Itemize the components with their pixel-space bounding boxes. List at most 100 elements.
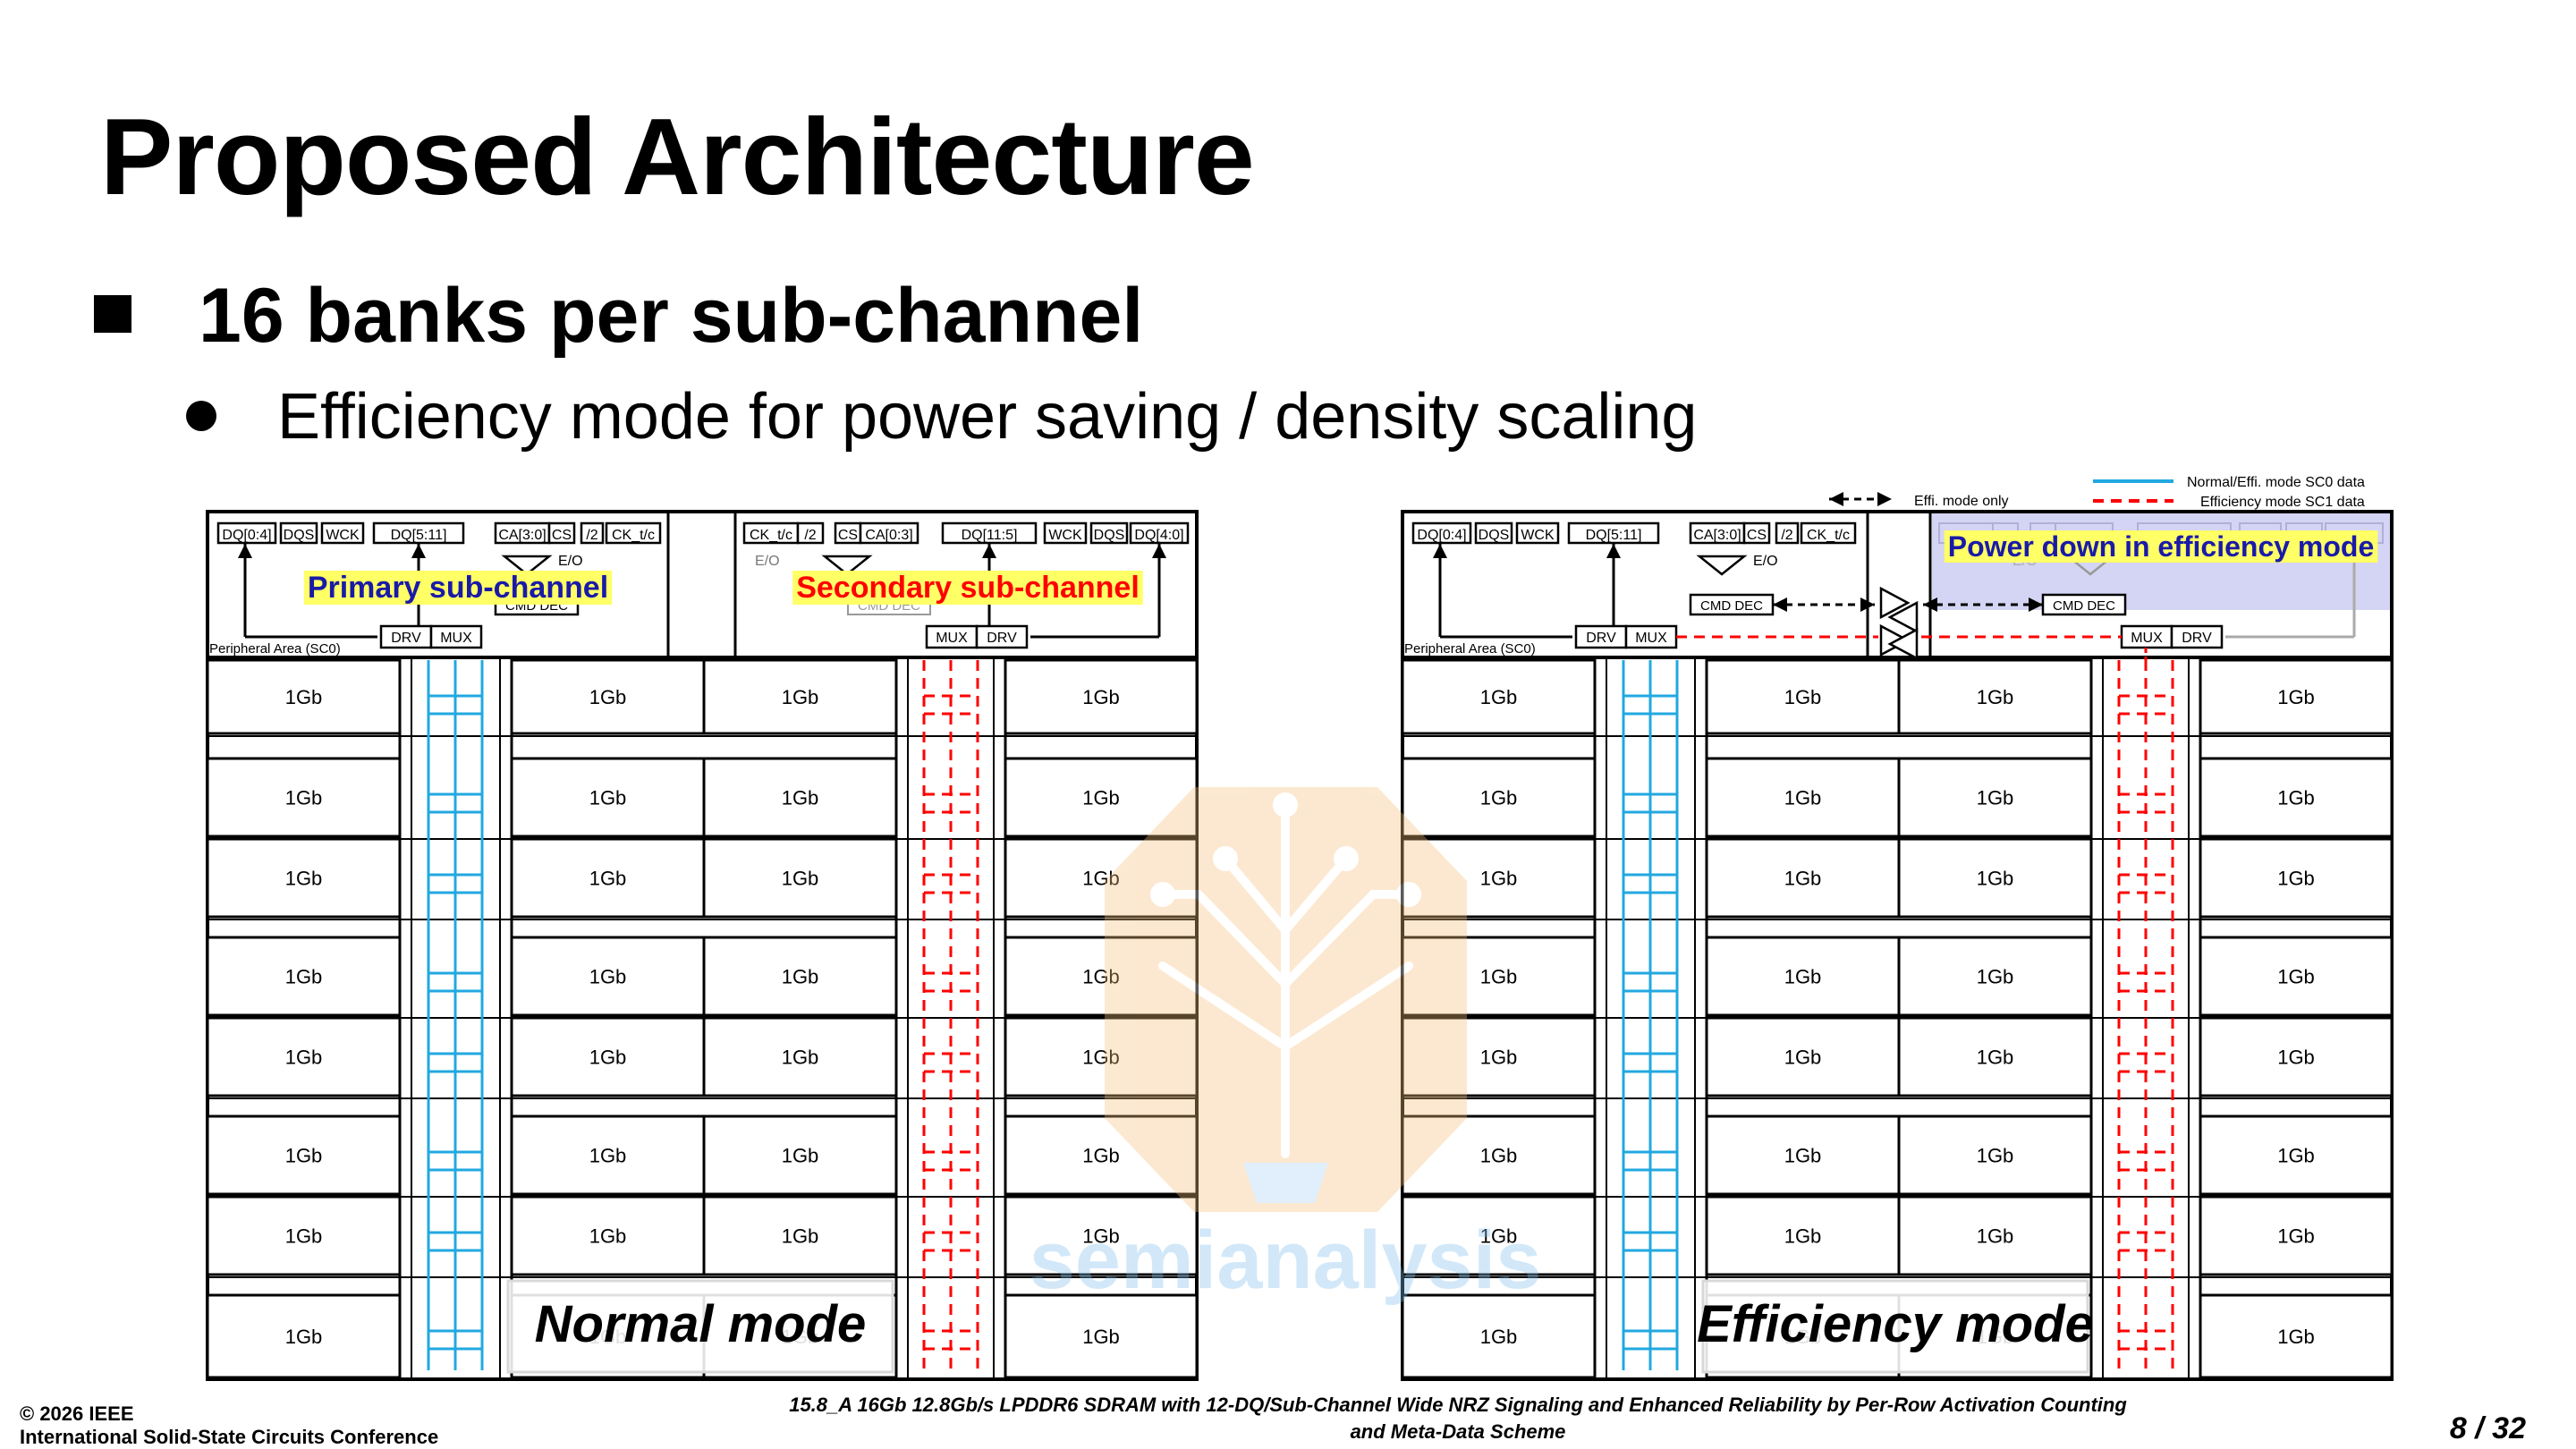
arrow-up-icon xyxy=(982,544,996,558)
bank-cell xyxy=(2199,1114,2394,1196)
bank-label: 1Gb xyxy=(1082,1225,1120,1248)
bank-label: 1Gb xyxy=(2277,966,2315,988)
bank-label: 1Gb xyxy=(1082,1046,1120,1069)
pin-label: DQS xyxy=(1094,528,1125,543)
buffer-icon xyxy=(1887,627,1919,661)
arrow-up-icon xyxy=(411,544,426,558)
pin-box xyxy=(547,521,576,545)
bank-cell xyxy=(2199,1293,2394,1379)
pin-label: /2 xyxy=(586,528,597,543)
bank-label: 1Gb xyxy=(1480,868,1518,890)
bank-label: 1Gb xyxy=(1977,686,2014,708)
bank-cell xyxy=(1401,837,1597,919)
bank-label: 1Gb xyxy=(1082,1326,1120,1348)
bank-label: 1Gb xyxy=(1977,1225,2014,1248)
bank-label: 1Gb xyxy=(285,1046,323,1069)
bank-cell xyxy=(2199,1016,2394,1097)
bank-cell xyxy=(206,1114,402,1196)
bank-cell xyxy=(1401,757,1597,838)
page-number: 8 / 32 xyxy=(2449,1411,2526,1445)
arrow-left-icon xyxy=(1923,597,1937,612)
eo-label: E/O xyxy=(558,554,583,569)
bank-label: 1Gb xyxy=(1480,1326,1518,1348)
bank-label: 1Gb xyxy=(2277,1046,2315,1069)
legend-sc0-label: Normal/Effi. mode SC0 data xyxy=(2187,475,2365,490)
power-down-label: Power down in efficiency mode xyxy=(1948,530,2375,563)
bank-label: 1Gb xyxy=(1480,686,1518,708)
bank-cell xyxy=(1004,936,1199,1017)
legend-effi-label: Effi. mode only xyxy=(1914,494,2009,509)
bank-label: 1Gb xyxy=(1784,966,1822,988)
bank-cell xyxy=(1897,936,2093,1017)
sc1-data-bus xyxy=(2117,660,2174,1370)
pin-box xyxy=(372,521,465,545)
buffer-icon xyxy=(1879,586,1911,620)
arrow-left-icon xyxy=(1773,597,1787,612)
bank-label: 1Gb xyxy=(285,966,323,988)
bank-cell xyxy=(1705,1195,1901,1276)
bank-cell xyxy=(2199,1195,2394,1276)
pin-label: WCK xyxy=(1048,528,1082,543)
sc0-data-bus xyxy=(427,660,484,1370)
pin-box xyxy=(580,521,605,545)
pin-label: CK_t/c xyxy=(1807,528,1850,543)
bank-label: 1Gb xyxy=(589,1046,627,1069)
pin-label: /2 xyxy=(1781,528,1792,543)
bank-label: 1Gb xyxy=(1784,1046,1822,1069)
page-title: Proposed Architecture xyxy=(100,96,1255,217)
bank-label: 1Gb xyxy=(782,868,819,890)
bank-cell xyxy=(1401,1114,1597,1196)
arrow-right-icon xyxy=(1877,492,1892,506)
bank-label: 1Gb xyxy=(1977,1145,2014,1167)
mux-label: MUX xyxy=(1635,631,1667,646)
bus-channel-left xyxy=(398,656,513,1381)
bank-label: 1Gb xyxy=(589,966,627,988)
pin-label: /2 xyxy=(804,528,816,543)
buffer-icon xyxy=(1887,600,1919,634)
bank-cell xyxy=(702,837,898,919)
footer-paper-line2: and Meta-Data Scheme xyxy=(1350,1420,1566,1443)
mux-box xyxy=(925,624,979,649)
footer-paper-title: 15.8_A 16Gb 12.8Gb/s LPDDR6 SDRAM with 1… xyxy=(689,1392,2227,1445)
pin-box xyxy=(1515,521,1560,545)
pin-label: DQ[5:11] xyxy=(1586,528,1642,543)
bank-cell xyxy=(1004,1195,1199,1276)
pin-box xyxy=(216,521,277,545)
pin-label: CA[3:0] xyxy=(1693,528,1741,543)
pin-label: DQ[4:0] xyxy=(1134,528,1183,543)
pin-label: CK_t/c xyxy=(750,528,792,543)
bank-cell xyxy=(1401,936,1597,1017)
sc0-data-bus xyxy=(1622,660,1679,1370)
bank-label: 1Gb xyxy=(285,1326,323,1348)
drv-label: DRV xyxy=(2182,631,2212,646)
arrow-right-icon xyxy=(2029,597,2043,612)
bank-cell xyxy=(1004,757,1199,838)
bank-label: 1Gb xyxy=(1784,686,1822,708)
pin-label: DQ[0:4] xyxy=(222,528,271,543)
bank-label: 1Gb xyxy=(1082,868,1120,890)
semianalysis-watermark: semianalysis xyxy=(1030,787,1541,1306)
bank-label: 1Gb xyxy=(285,868,323,890)
arrow-up-icon xyxy=(238,544,252,558)
cmd-dec-label: CMD DEC xyxy=(2053,598,2115,614)
pin-label: WCK xyxy=(326,528,360,543)
bank-label: 1Gb xyxy=(782,1225,819,1248)
bank-cell xyxy=(1705,1114,1901,1196)
bank-label: 1Gb xyxy=(782,686,819,708)
primary-sub-channel-label: Primary sub-channel xyxy=(308,571,608,605)
eo-buffer-icon xyxy=(821,555,873,576)
label-highlight xyxy=(1944,530,2378,563)
bank-cell xyxy=(510,1016,706,1097)
bank-label: 1Gb xyxy=(1480,1145,1518,1167)
pin-label: CS xyxy=(838,528,858,543)
bank-cell xyxy=(206,757,402,838)
mode-label-box xyxy=(506,1279,894,1374)
pin-box xyxy=(859,521,919,545)
arrow-left-icon xyxy=(1829,492,1843,506)
mux-label: MUX xyxy=(2131,631,2163,646)
drv-box xyxy=(2170,624,2224,649)
bullet-efficiency: Efficiency mode for power saving / densi… xyxy=(277,381,1698,453)
